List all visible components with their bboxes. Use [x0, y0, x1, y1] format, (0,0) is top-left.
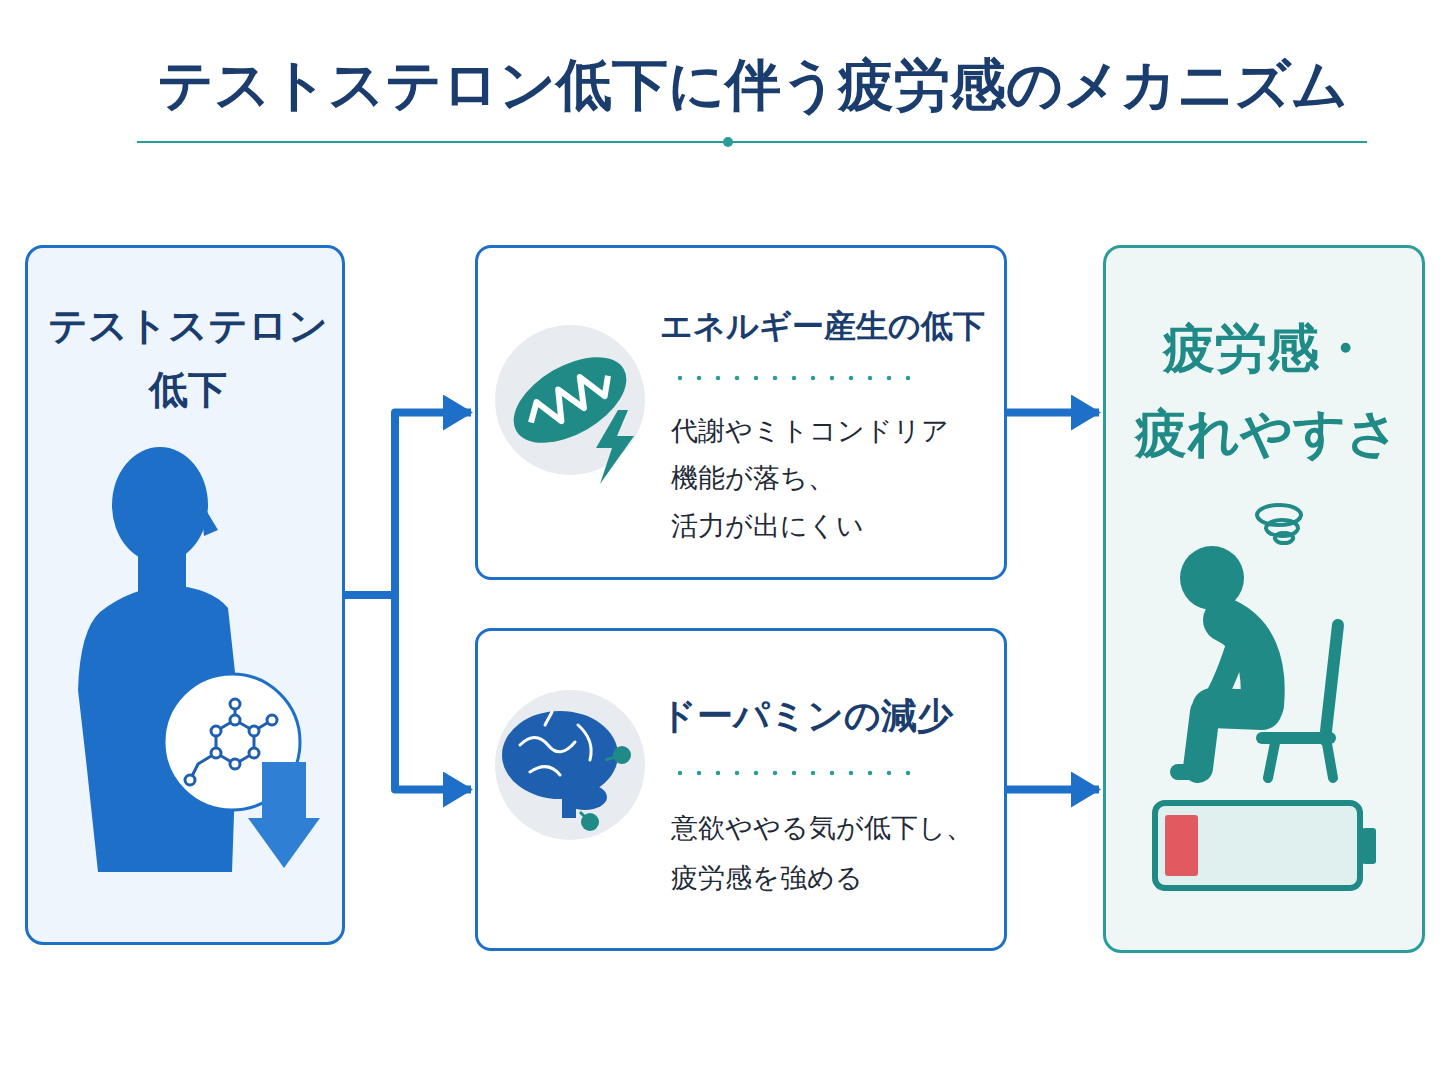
- box-heading: 疲労感・ 疲れやすさ: [1106, 306, 1428, 476]
- title-dot: [723, 137, 733, 147]
- box-body: 意欲ややる気が低下し、 疲労感を強める: [671, 803, 991, 903]
- process-box: ドーパミンの減少意欲ややる気が低下し、 疲労感を強める: [475, 628, 1007, 951]
- flow-arrow: [1007, 786, 1099, 794]
- box-heading: エネルギー産生の低下: [660, 306, 1005, 348]
- box-body: 代謝やミトコンドリア 機能が落ち、 活力が出にくい: [671, 407, 991, 549]
- cause-box: テストステロン 低下: [25, 245, 345, 945]
- result-box: 疲労感・ 疲れやすさ: [1103, 245, 1425, 953]
- flow-arrow: [345, 595, 471, 790]
- diagram-title: テストステロン低下に伴う疲労感のメカニズム: [52, 50, 1448, 120]
- box-heading: ドーパミンの減少: [660, 693, 1005, 740]
- flow-arrow: [345, 413, 471, 596]
- process-box: エネルギー産生の低下代謝やミトコンドリア 機能が落ち、 活力が出にくい: [475, 245, 1007, 580]
- flow-arrow: [1007, 409, 1099, 417]
- box-heading: テストステロン 低下: [28, 294, 348, 423]
- title-rule: [137, 137, 1367, 147]
- title-underline: [137, 141, 1367, 143]
